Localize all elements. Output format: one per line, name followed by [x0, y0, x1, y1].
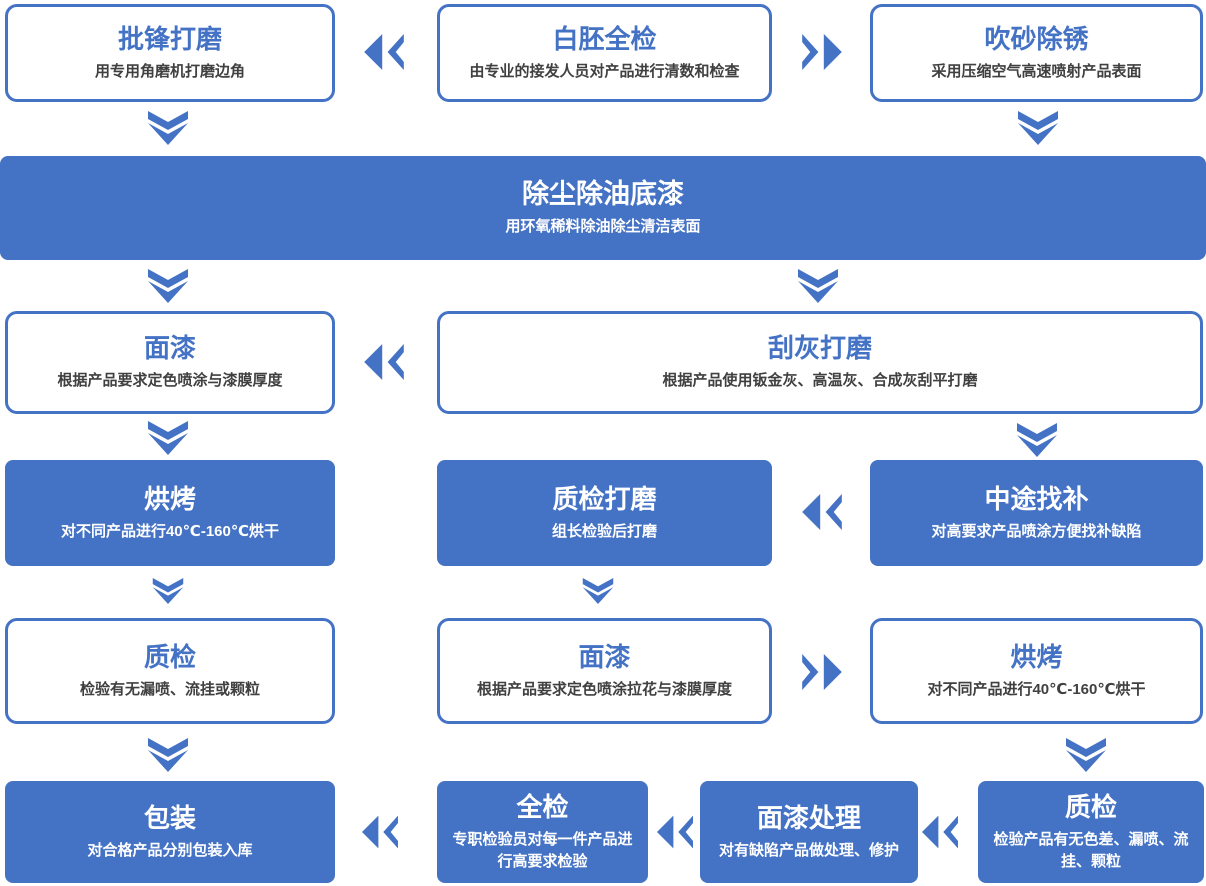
node-hongkao-1: 烘烤 对不同产品进行40℃-160℃烘干 [5, 460, 335, 566]
node-subtitle: 根据产品使用钣金灰、高温灰、合成灰刮平打磨 [662, 372, 978, 390]
double-arrow-down-icon [1018, 111, 1058, 145]
double-arrow-down-icon [152, 578, 184, 604]
node-subtitle: 用专用角磨机打磨边角 [94, 62, 245, 80]
node-baozhuang: 包装 对合格产品分别包装入库 [5, 781, 335, 883]
double-arrow-right-icon [802, 34, 842, 70]
node-subtitle: 专职检验员对每一件产品进行高要求检验 [452, 830, 633, 870]
node-title: 面漆 [578, 641, 631, 672]
double-arrow-down-icon [148, 738, 188, 772]
node-title: 面漆 [143, 333, 196, 364]
node-title: 中途找补 [984, 483, 1089, 514]
double-arrow-left-icon [362, 815, 398, 849]
node-subtitle: 检验产品有无色差、漏喷、流挂、颗粒 [993, 830, 1189, 870]
node-subtitle: 对有缺陷产品做处理、修护 [718, 841, 899, 859]
node-mianqi-chuli: 面漆处理 对有缺陷产品做处理、修护 [700, 781, 918, 883]
double-arrow-right-icon [802, 654, 842, 690]
node-title: 烘烤 [143, 483, 196, 514]
node-subtitle: 由专业的接发人员对产品进行清数和检查 [469, 62, 740, 80]
node-subtitle: 检验有无漏喷、流挂或颗粒 [79, 680, 260, 698]
node-subtitle: 对高要求产品喷涂方便找补缺陷 [931, 522, 1142, 540]
double-arrow-left-icon [364, 344, 404, 380]
node-chuisha-chuxiu: 吹砂除锈 采用压缩空气高速喷射产品表面 [870, 4, 1203, 102]
double-arrow-down-icon [148, 421, 188, 455]
node-title: 面漆处理 [756, 802, 861, 833]
node-subtitle: 对不同产品进行40℃-160℃烘干 [60, 522, 280, 540]
node-pifeng-damo: 批锋打磨 用专用角磨机打磨边角 [5, 4, 335, 102]
node-title: 全检 [516, 791, 569, 822]
node-title: 质检 [1064, 791, 1117, 822]
node-zhijian-2: 质检 检验产品有无色差、漏喷、流挂、颗粒 [978, 781, 1204, 883]
double-arrow-down-icon [148, 269, 188, 303]
double-arrow-down-icon [1066, 738, 1106, 772]
node-hongkao-2: 烘烤 对不同产品进行40℃-160℃烘干 [870, 618, 1203, 724]
node-subtitle: 对不同产品进行40℃-160℃烘干 [927, 680, 1146, 698]
node-subtitle: 组长检验后打磨 [551, 522, 657, 540]
double-arrow-left-icon [802, 494, 842, 530]
node-title: 质检打磨 [552, 483, 657, 514]
node-mianqi-1: 面漆 根据产品要求定色喷涂与漆膜厚度 [5, 311, 335, 414]
double-arrow-down-icon [148, 111, 188, 145]
node-zhongtu-zhaobu: 中途找补 对高要求产品喷涂方便找补缺陷 [870, 460, 1203, 566]
double-arrow-down-icon [1017, 423, 1057, 457]
node-quanjian: 全检 专职检验员对每一件产品进行高要求检验 [437, 781, 648, 883]
node-title: 除尘除油底漆 [522, 178, 684, 209]
node-mianqi-2: 面漆 根据产品要求定色喷涂拉花与漆膜厚度 [437, 618, 772, 724]
double-arrow-down-icon [798, 269, 838, 303]
double-arrow-left-icon [657, 815, 693, 849]
node-title: 批锋打磨 [117, 23, 222, 54]
node-subtitle: 采用压缩空气高速喷射产品表面 [931, 62, 1142, 80]
double-arrow-left-icon [364, 34, 404, 70]
node-title: 包装 [143, 802, 196, 833]
node-zhijian-1: 质检 检验有无漏喷、流挂或颗粒 [5, 618, 335, 724]
node-title: 白胚全检 [552, 23, 657, 54]
node-zhijian-damo: 质检打磨 组长检验后打磨 [437, 460, 772, 566]
node-subtitle: 对合格产品分别包装入库 [87, 841, 253, 859]
node-subtitle: 根据产品要求定色喷涂与漆膜厚度 [57, 372, 283, 390]
node-baipei-quanjian: 白胚全检 由专业的接发人员对产品进行清数和检查 [437, 4, 772, 102]
node-title: 质检 [143, 641, 196, 672]
node-chuchen-chuyou-diqi: 除尘除油底漆 用环氧稀料除油除尘清洁表面 [0, 156, 1206, 260]
node-title: 刮灰打磨 [767, 333, 872, 364]
node-title: 烘烤 [1010, 641, 1063, 672]
node-guahui-damo: 刮灰打磨 根据产品使用钣金灰、高温灰、合成灰刮平打磨 [437, 311, 1203, 414]
node-subtitle: 用环氧稀料除油除尘清洁表面 [505, 218, 701, 236]
node-title: 吹砂除锈 [984, 23, 1089, 54]
double-arrow-left-icon [922, 815, 958, 849]
node-subtitle: 根据产品要求定色喷涂拉花与漆膜厚度 [476, 680, 732, 698]
double-arrow-down-icon [582, 578, 614, 604]
